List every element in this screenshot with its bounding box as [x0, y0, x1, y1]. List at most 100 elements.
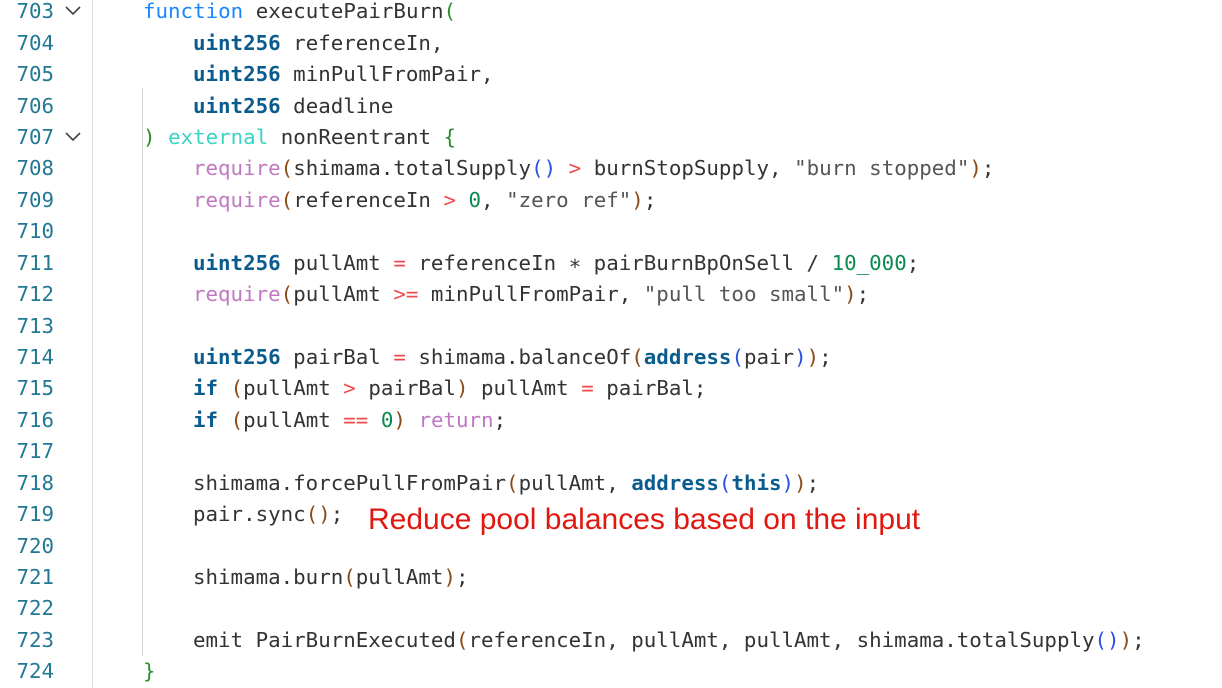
code-token: referenceIn, [280, 30, 444, 55]
code-token: ( [280, 156, 294, 181]
code-token: shimama.balanceOf [405, 345, 632, 370]
code-token: function [143, 0, 244, 24]
code-token: ( [443, 0, 457, 24]
code-token: ( [230, 376, 244, 401]
code-token: burnStopSupply, [581, 156, 795, 181]
code-token: ( [506, 470, 519, 495]
code-token: shimama.forcePullFromPair [193, 470, 507, 495]
code-token: this [731, 470, 782, 495]
code-token [218, 376, 231, 400]
code-token: pair.sync [193, 502, 306, 527]
line-number: 708 [16, 156, 54, 181]
code-token: == [343, 407, 369, 432]
code-token: ) [143, 125, 156, 150]
code-token: "pull too small" [643, 282, 845, 307]
code-token: uint256 [193, 93, 281, 118]
code-token [406, 408, 419, 432]
code-token: = [393, 345, 406, 370]
indent-guide [142, 151, 143, 656]
line-number: 713 [16, 313, 54, 338]
code-token: external [168, 125, 269, 150]
code-token: ) [794, 470, 807, 495]
code-token: pullAmt [355, 565, 444, 590]
code-token: ) [455, 376, 469, 401]
fold-chevron-down-icon[interactable] [62, 122, 82, 153]
code-token: ) [631, 187, 644, 212]
line-number: 715 [16, 376, 54, 401]
line-number: 704 [16, 30, 54, 55]
code-token: ; [819, 345, 832, 370]
code-token: return [418, 407, 494, 432]
line-number: 711 [16, 250, 54, 275]
indent-guide [142, 88, 143, 174]
code-line: uint256 minPullFromPair, [193, 59, 494, 90]
code-token [456, 188, 469, 212]
code-token: ; [330, 502, 344, 527]
code-token: minPullFromPair, [418, 282, 644, 307]
line-number: 722 [16, 596, 54, 621]
code-token: pullAmt [243, 407, 344, 432]
code-line: uint256 pullAmt = referenceIn ∗ pairBurn… [193, 248, 919, 279]
fold-chevron-down-icon[interactable] [62, 0, 82, 28]
code-token: pair [743, 345, 795, 370]
code-token: = [393, 250, 406, 275]
code-token: > [343, 376, 356, 401]
code-line: ) external nonReentrant { [143, 122, 456, 153]
code-line: if (pullAmt == 0) return; [193, 405, 506, 436]
code-token: pullAmt [280, 250, 394, 275]
code-token: pairBal [355, 376, 456, 401]
code-token: () [531, 156, 557, 181]
code-token: pullAmt [293, 282, 394, 307]
code-token: ; [981, 156, 995, 181]
code-token: if [193, 376, 219, 401]
line-number: 720 [16, 533, 54, 558]
line-number: 705 [16, 62, 54, 87]
code-token: ; [856, 282, 870, 307]
code-token: ; [455, 565, 469, 590]
code-token: > [443, 187, 456, 212]
code-token: ) [393, 407, 406, 432]
code-token: require [193, 282, 281, 307]
code-token: ( [718, 470, 732, 495]
line-number: 709 [16, 187, 54, 212]
code-token: shimama.burn [193, 565, 344, 590]
code-token: pullAmt, [518, 470, 632, 495]
code-token: "burn stopped" [794, 156, 970, 181]
code-token: ; [643, 187, 657, 212]
code-line: shimama.burn(pullAmt); [193, 562, 469, 593]
code-line: } [143, 656, 156, 687]
code-token: referenceIn, pullAmt, pullAmt, shimama.t… [468, 627, 1095, 652]
code-token: > [568, 156, 582, 181]
code-token: if [193, 407, 219, 432]
line-number: 721 [16, 565, 54, 590]
code-token: ) [794, 345, 807, 370]
code-line: function executePairBurn( [143, 0, 456, 28]
code-token: uint256 [193, 250, 281, 275]
code-line: uint256 pairBal = shimama.balanceOf(addr… [193, 342, 832, 373]
line-number: 719 [16, 502, 54, 527]
line-number: 706 [16, 93, 54, 118]
line-number: 712 [16, 282, 54, 307]
code-token: = [581, 376, 594, 401]
code-token: ) [781, 470, 795, 495]
code-token: ( [280, 187, 294, 212]
line-number: 718 [16, 470, 54, 495]
line-number: 707 [16, 125, 54, 150]
code-token: ) [1119, 627, 1133, 652]
code-token: ( [230, 407, 244, 432]
code-token: uint256 [193, 345, 281, 370]
code-token: ( [455, 627, 469, 652]
line-number: 724 [16, 659, 54, 684]
code-token: { [443, 125, 457, 150]
line-number: 716 [16, 407, 54, 432]
code-token: require [193, 156, 281, 181]
line-number: 723 [16, 627, 54, 652]
code-token: require [193, 187, 281, 212]
line-number: 703 [16, 0, 54, 24]
code-token: () [1094, 627, 1120, 652]
code-token: minPullFromPair, [280, 62, 494, 87]
code-token: ) [443, 565, 456, 590]
code-token: nonReentrant [268, 125, 444, 150]
annotation-text: Reduce pool balances based on the input [368, 503, 921, 536]
